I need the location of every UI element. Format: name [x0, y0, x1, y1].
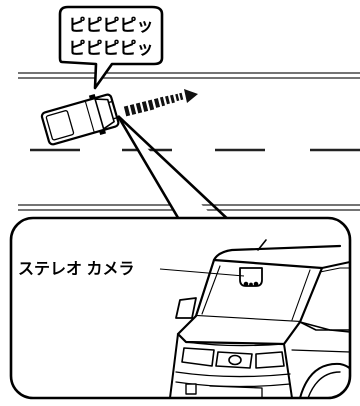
direction-arrow	[124, 89, 198, 116]
fog-light	[186, 384, 196, 394]
brand-emblem	[229, 356, 241, 365]
camera-lens-center	[250, 283, 253, 286]
camera-lens-left	[244, 282, 248, 286]
headlight-left	[182, 348, 214, 366]
alert-sound-line-2: ピピピピッ	[69, 39, 154, 58]
inset-panel: ステレオ カメラ	[11, 218, 352, 398]
alert-speech-bubble: ピピピピッ ピピピピッ	[60, 7, 162, 88]
camera-lens-right	[254, 282, 258, 286]
arrow-head	[184, 89, 198, 103]
side-mirror	[176, 298, 196, 318]
headlight-right	[256, 352, 284, 368]
alert-sound-line-1: ピピピピッ	[69, 16, 154, 35]
stereo-camera-label: ステレオ カメラ	[18, 260, 134, 278]
van-top-view	[40, 90, 121, 149]
